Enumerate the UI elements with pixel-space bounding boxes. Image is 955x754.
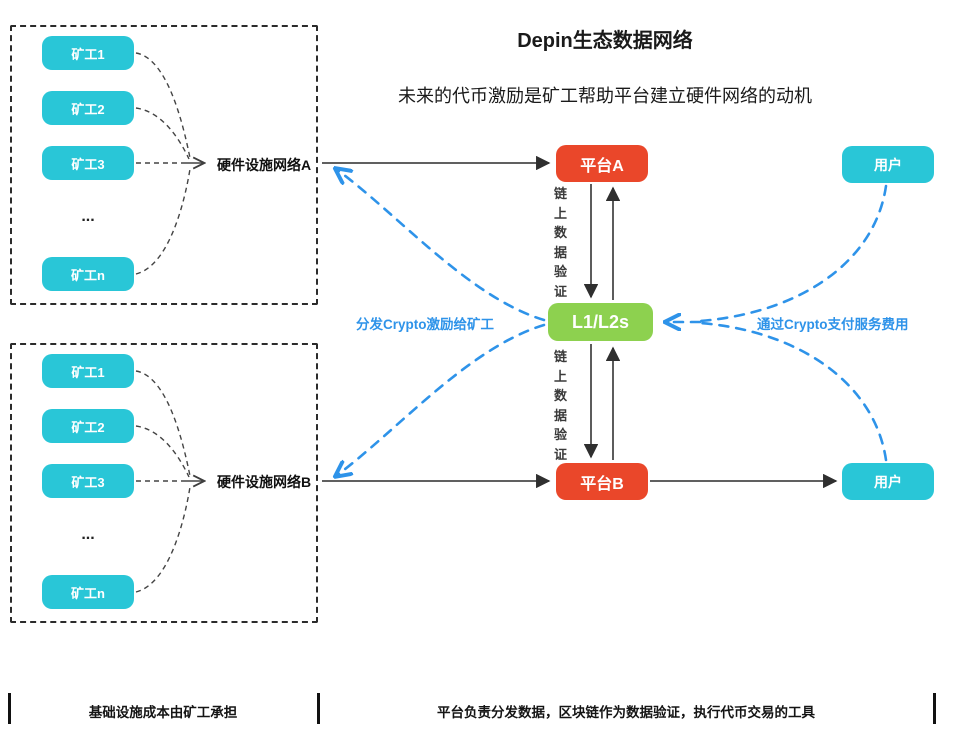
footer-divider-left [8, 693, 11, 724]
miner-a-1: 矿工1 [42, 36, 134, 70]
l1l2s-node: L1/L2s [548, 303, 653, 341]
miner-a-2: 矿工2 [42, 91, 134, 125]
footer-note-platform: 平台负责分发数据，区块链作为数据验证，执行代币交易的工具 [437, 705, 815, 720]
miner-a-n: 矿工n [42, 257, 134, 291]
footer-divider-middle [317, 693, 320, 724]
edge-l1l2s-to-networkB [336, 323, 546, 476]
edge-userTop-to-l1l2s [698, 184, 888, 323]
incentive-flow-label: 分发Crypto激励给矿工 [356, 317, 494, 332]
network-b-label: 硬件设施网络B [217, 474, 312, 490]
platform-b-node: 平台B [556, 463, 648, 500]
miner-group-b-box [10, 343, 318, 623]
onchain-verify-label-bottom: 链上数据验证 [553, 349, 567, 462]
miner-b-1: 矿工1 [42, 354, 134, 388]
user-top-node: 用户 [842, 146, 934, 183]
miner-b-n: 矿工n [42, 575, 134, 609]
footer-note-miners: 基础设施成本由矿工承担 [88, 705, 238, 720]
miner-group-a-box [10, 25, 318, 305]
page-title: Depin生态数据网络 [517, 30, 693, 52]
user-bottom-node: 用户 [842, 463, 934, 500]
miner-a-ellipsis: ... [81, 208, 95, 225]
network-a-label: 硬件设施网络A [217, 157, 312, 173]
payment-flow-label: 通过Crypto支付服务费用 [757, 317, 909, 332]
miner-a-3: 矿工3 [42, 146, 134, 180]
page-subtitle: 未来的代币激励是矿工帮助平台建立硬件网络的动机 [398, 86, 812, 106]
edge-userBottom-to-l1l2s [698, 321, 888, 462]
edge-l1l2s-to-networkA [336, 169, 546, 322]
onchain-verify-label-top: 链上数据验证 [553, 186, 567, 299]
miner-b-3: 矿工3 [42, 464, 134, 498]
footer-divider-right [933, 693, 936, 724]
platform-a-node: 平台A [556, 145, 648, 182]
miner-b-ellipsis: ... [81, 526, 95, 543]
miner-b-2: 矿工2 [42, 409, 134, 443]
